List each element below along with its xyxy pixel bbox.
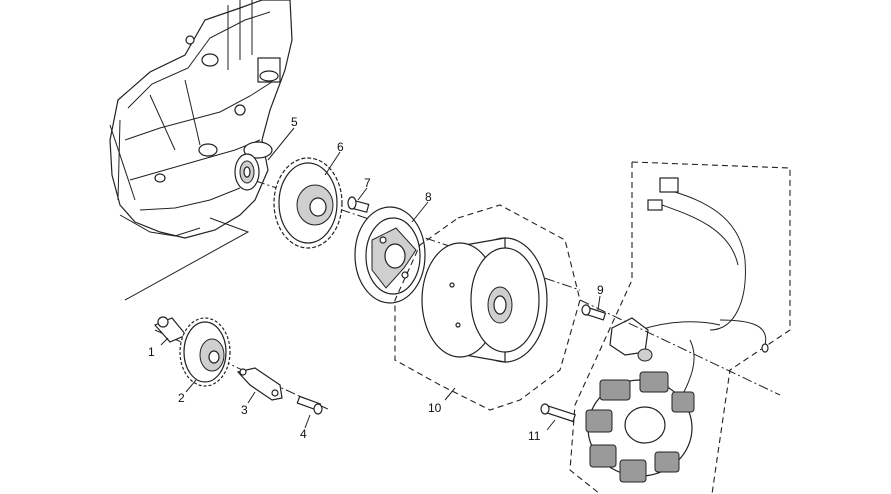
stator-boundary <box>569 161 791 494</box>
part-10-boundary <box>394 204 581 411</box>
callout-5: 5 <box>291 115 298 129</box>
callouts: 1 2 3 4 5 6 7 8 9 10 11 <box>148 115 604 443</box>
callout-6: 6 <box>337 140 344 154</box>
stator-axis <box>579 299 781 396</box>
axis-connector <box>124 217 250 301</box>
part-5-oil-seal <box>234 153 260 191</box>
callout-3: 3 <box>241 403 248 417</box>
leader-lines <box>160 127 601 431</box>
stator-harness <box>639 177 769 401</box>
pickup-sensor <box>609 317 653 362</box>
callout-9: 9 <box>597 283 604 297</box>
callout-7: 7 <box>364 176 371 190</box>
part-11-screw <box>540 403 576 423</box>
part-7-bolt <box>347 196 370 213</box>
part-10-flywheel <box>421 237 548 363</box>
part-1-pin <box>153 316 187 343</box>
callout-10: 10 <box>428 401 442 415</box>
callout-2: 2 <box>178 391 185 405</box>
callout-11: 11 <box>528 429 541 443</box>
part-2-gear <box>179 317 231 387</box>
crankcase <box>109 0 293 239</box>
callout-4: 4 <box>300 427 307 441</box>
part-8-clutch <box>354 206 426 304</box>
stator-coil <box>585 371 695 483</box>
callout-1: 1 <box>148 345 155 359</box>
callout-8: 8 <box>425 190 432 204</box>
part-3-bracket <box>236 367 283 401</box>
part-9-screw <box>581 304 607 321</box>
part-4-bolt <box>296 395 323 415</box>
part-6-gear <box>273 157 343 249</box>
